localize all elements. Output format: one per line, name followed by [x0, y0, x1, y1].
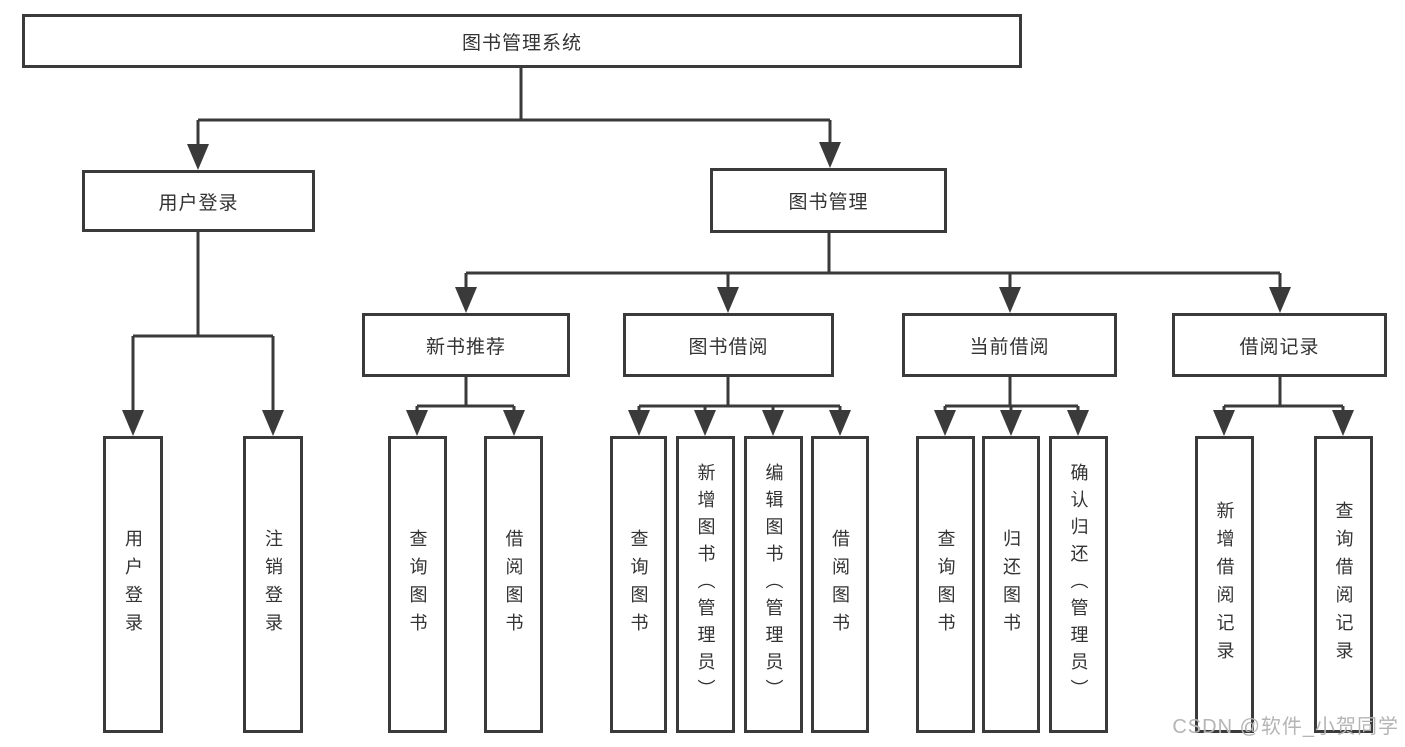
node-borrowing-records: 借阅记录 [1172, 313, 1387, 377]
leaf-query-books-1: 查询图书 [388, 436, 447, 733]
leaf-confirm-return-admin: 确认归还（管理员） [1049, 436, 1108, 733]
leaf-edit-books-admin: 编辑图书（管理员） [744, 436, 803, 733]
leaf-user-login: 用户登录 [103, 436, 163, 733]
leaf-query-books-3-label: 查询图书 [935, 528, 956, 641]
node-root-label: 图书管理系统 [461, 32, 582, 54]
leaf-return-books: 归还图书 [982, 436, 1040, 733]
leaf-add-books-admin-label: 新增图书（管理员） [695, 463, 716, 706]
leaf-add-borrow-record-label: 新增借阅记录 [1214, 500, 1235, 669]
leaf-logout: 注销登录 [243, 436, 303, 733]
csdn-watermark: CSDN @软件_小贺同学 [1172, 716, 1399, 738]
leaf-query-borrow-record-label: 查询借阅记录 [1333, 500, 1354, 669]
leaf-borrow-books-1-label: 借阅图书 [503, 528, 524, 641]
edge-newbook-to-leaves [415, 377, 516, 412]
leaf-logout-label: 注销登录 [263, 528, 283, 641]
node-current-borrowing: 当前借阅 [902, 313, 1117, 377]
leaf-query-borrow-record: 查询借阅记录 [1314, 436, 1373, 733]
node-new-book-recommend-label: 新书推荐 [425, 336, 506, 358]
node-book-management: 图书管理 [710, 168, 947, 233]
leaf-query-books-3: 查询图书 [916, 436, 975, 733]
leaf-edit-books-admin-label: 编辑图书（管理员） [763, 463, 784, 706]
node-new-book-recommend: 新书推荐 [362, 313, 570, 377]
leaf-confirm-return-admin-label: 确认归还（管理员） [1068, 463, 1089, 706]
node-borrowing-records-label: 借阅记录 [1239, 336, 1320, 358]
arrowheads-leaves [122, 410, 1354, 436]
node-user-login-label: 用户登录 [158, 192, 239, 214]
node-current-borrowing-label: 当前借阅 [969, 336, 1050, 358]
leaf-user-login-label: 用户登录 [123, 528, 143, 641]
leaf-borrow-books-1: 借阅图书 [484, 436, 543, 733]
leaf-borrow-books-2: 借阅图书 [811, 436, 869, 733]
edge-root-to-level1 [196, 68, 832, 146]
leaf-return-books-label: 归还图书 [1001, 528, 1021, 641]
edge-userlogin-to-leaves [131, 232, 275, 412]
leaf-borrow-books-2-label: 借阅图书 [830, 528, 850, 641]
node-user-login: 用户登录 [82, 170, 315, 232]
leaf-add-borrow-record: 新增借阅记录 [1195, 436, 1254, 733]
leaf-query-books-2-label: 查询图书 [628, 528, 649, 641]
arrowheads-level2 [455, 287, 1291, 313]
node-book-borrowing: 图书借阅 [623, 313, 834, 377]
node-book-borrowing-label: 图书借阅 [688, 336, 769, 358]
edge-records-to-leaves [1222, 377, 1345, 412]
edge-current-to-leaves [943, 377, 1080, 412]
leaf-query-books-1-label: 查询图书 [407, 528, 428, 641]
leaf-add-books-admin: 新增图书（管理员） [676, 436, 735, 733]
node-book-management-label: 图书管理 [788, 192, 869, 213]
arrowheads-level1 [187, 142, 841, 170]
node-root: 图书管理系统 [22, 14, 1022, 68]
leaf-query-books-2: 查询图书 [610, 436, 667, 733]
edge-borrow-to-leaves [637, 377, 842, 412]
edge-bookmgmt-to-level2 [464, 233, 1282, 289]
